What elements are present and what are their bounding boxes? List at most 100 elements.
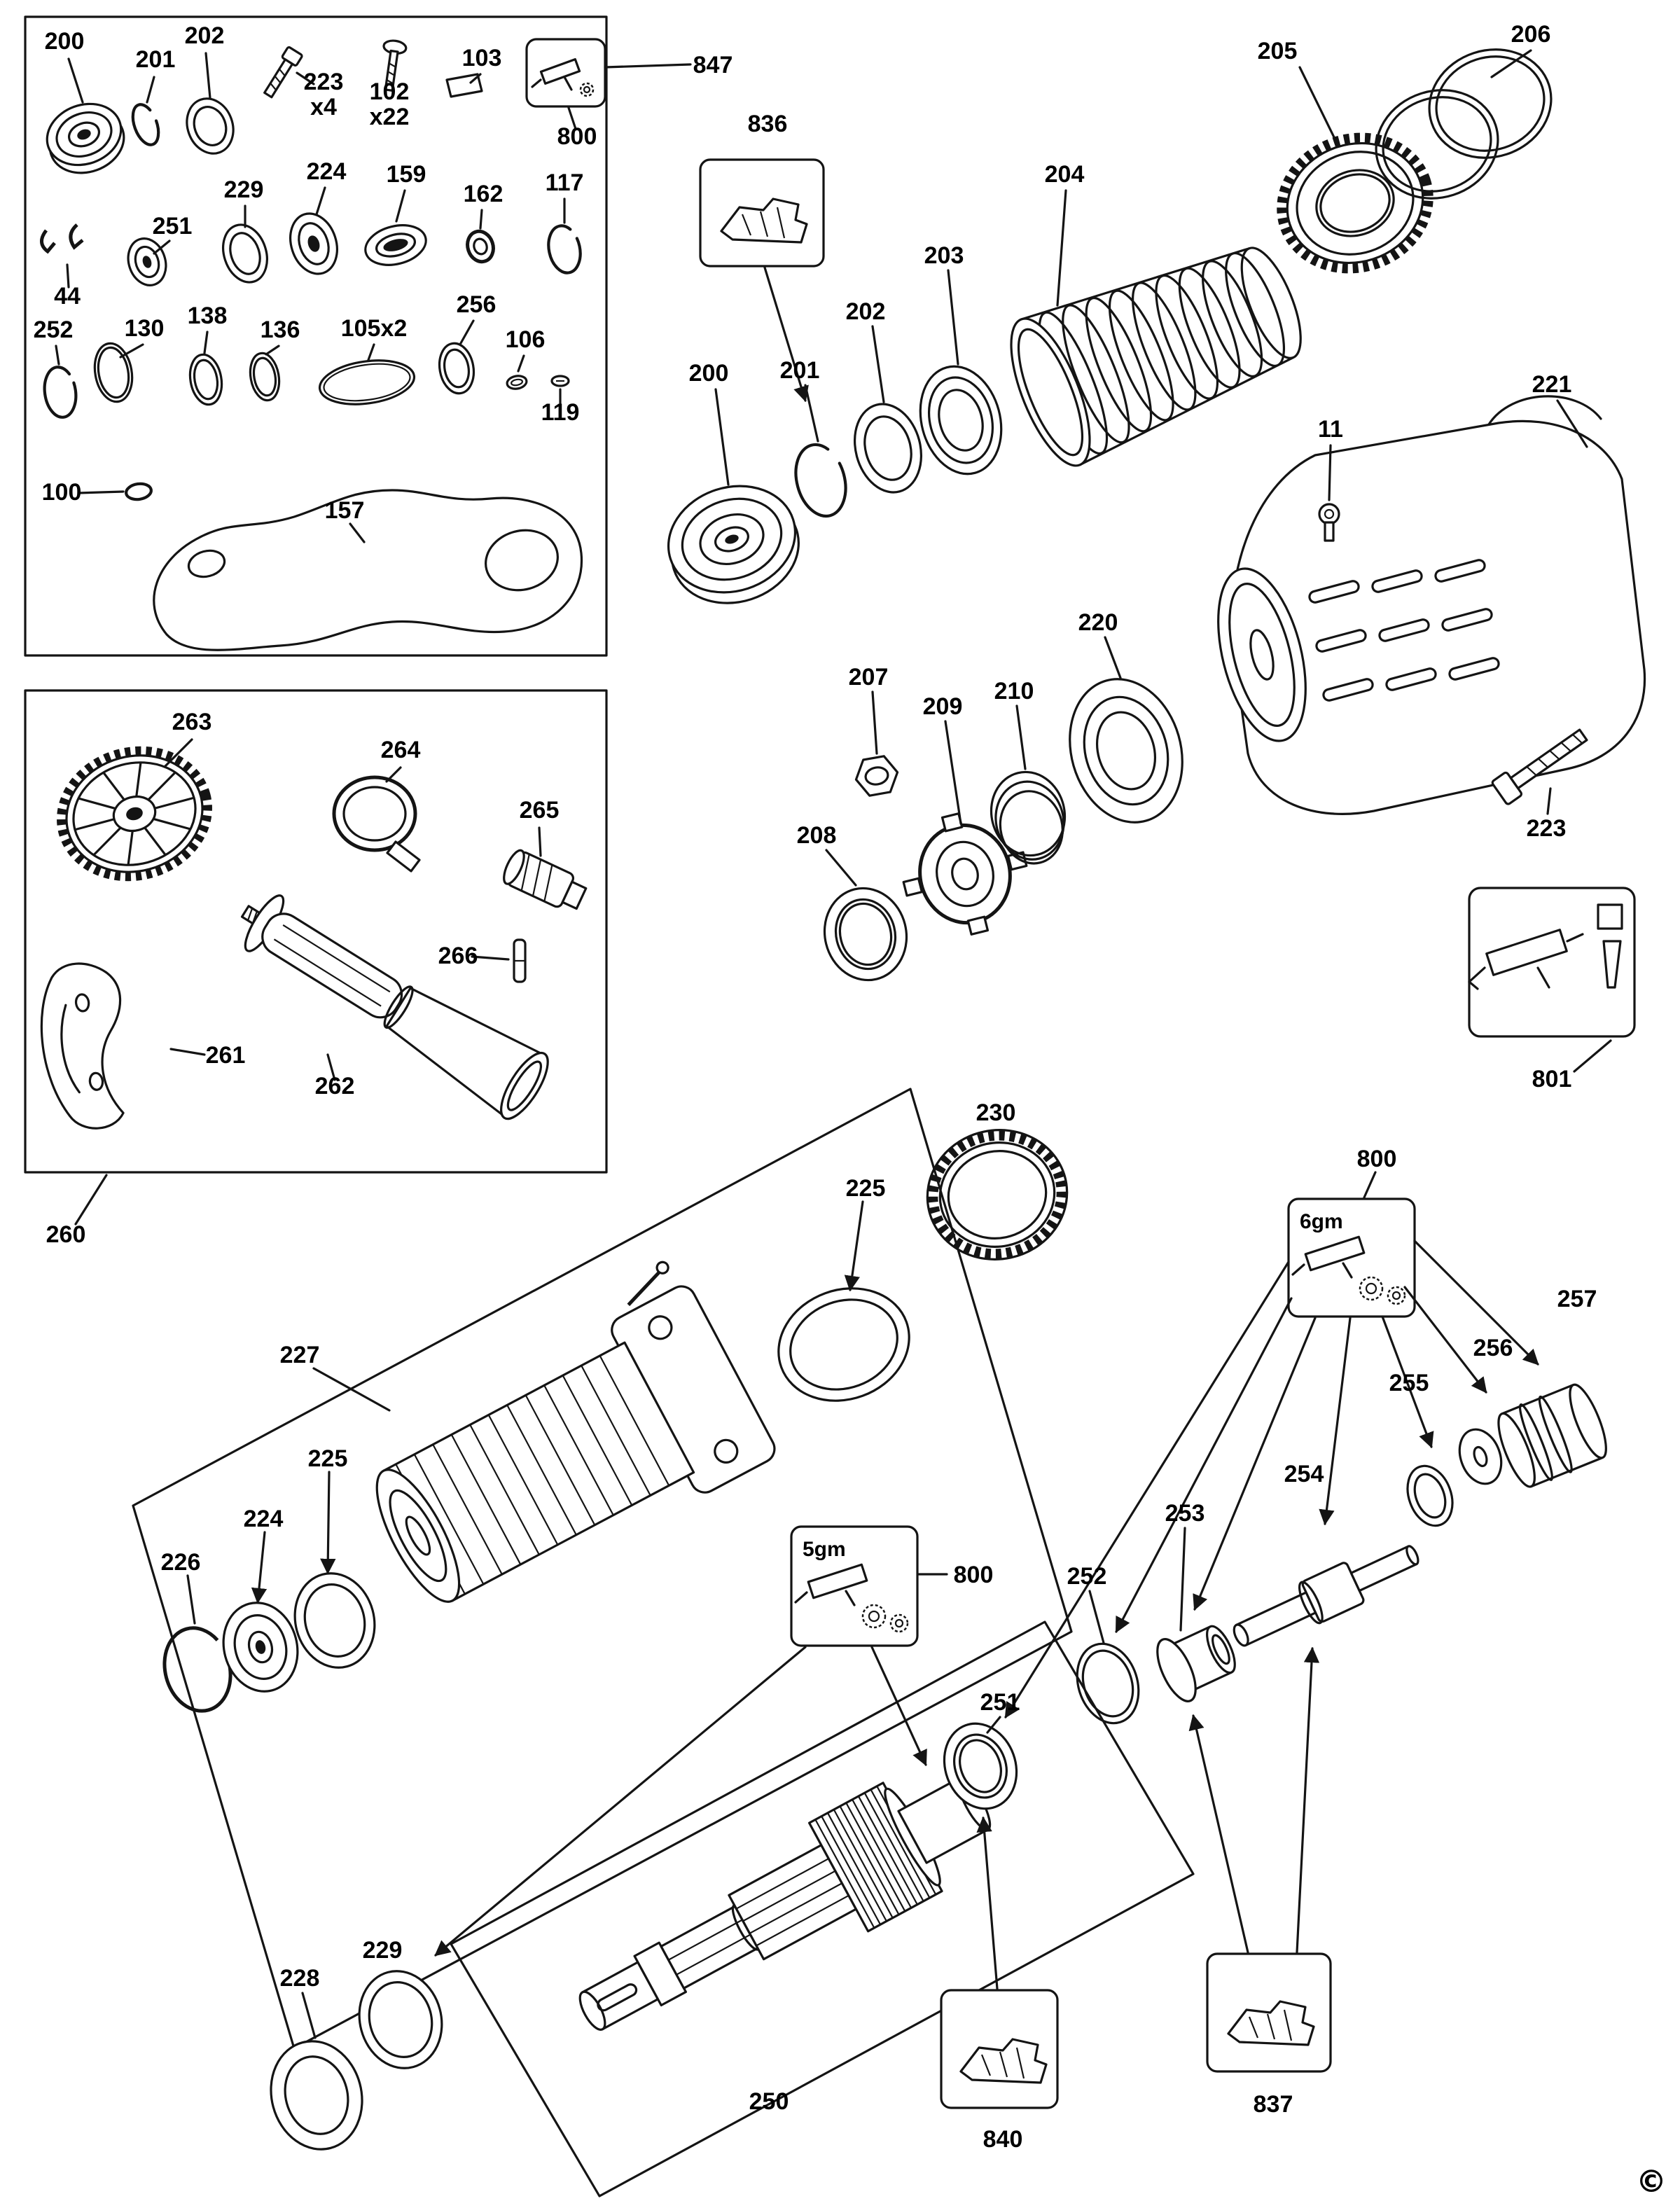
label-162-inset: 162	[464, 181, 504, 207]
part-157-boot	[153, 489, 583, 651]
chisel-icon	[1602, 940, 1622, 989]
part-228-main	[270, 2040, 363, 2151]
part-223-main-screw	[1491, 728, 1588, 805]
part-224-bearing	[222, 1602, 299, 1693]
part-256-washer	[1458, 1428, 1503, 1485]
gear-icon	[1387, 1286, 1406, 1305]
inset-6gm-box	[1287, 1197, 1416, 1318]
bracket-part-icon	[959, 2038, 1048, 2084]
label-105x2-inset: 105x2	[341, 315, 408, 342]
label-251-main: 251	[980, 1689, 1020, 1716]
inset-801-box	[1468, 887, 1636, 1038]
label-223-qty: x4	[310, 94, 337, 120]
part-202-main	[853, 403, 923, 494]
label-229-main: 229	[363, 1937, 403, 1964]
label-250: 250	[749, 2088, 789, 2115]
label-221: 221	[1532, 371, 1572, 398]
part-223-inset-screw	[263, 46, 303, 99]
part-220-ring	[1069, 678, 1183, 824]
bit-icon	[1597, 903, 1623, 930]
part-203-main	[919, 365, 1003, 475]
label-251-inset: 251	[153, 213, 193, 239]
part-207-nut	[854, 755, 899, 797]
bracket-part-icon	[720, 197, 808, 244]
label-6gm: 6gm	[1300, 1210, 1343, 1233]
part-265-insert	[503, 849, 588, 910]
label-136-inset: 136	[261, 317, 300, 343]
part-251-main	[943, 1722, 1018, 1810]
label-266: 266	[438, 943, 478, 969]
part-105-inset	[318, 359, 416, 405]
part-102-inset-screw	[382, 39, 408, 92]
label-106-inset: 106	[506, 326, 546, 353]
label-256-inset: 256	[457, 291, 497, 318]
label-210: 210	[994, 678, 1034, 704]
inset-box-1	[24, 15, 608, 657]
part-106-inset	[506, 375, 528, 390]
label-260: 260	[46, 1221, 86, 1248]
part-254-striker	[1233, 1545, 1419, 1647]
label-230: 230	[976, 1099, 1016, 1126]
label-205: 205	[1258, 38, 1298, 64]
part-201-inset	[131, 103, 160, 146]
part-229-main	[358, 1970, 443, 2069]
label-254: 254	[1284, 1461, 1324, 1487]
part-162-inset	[466, 229, 495, 264]
label-117-inset: 117	[546, 169, 584, 196]
label-202-inset: 202	[185, 22, 225, 49]
part-263-wheel	[57, 746, 212, 882]
label-263: 263	[172, 709, 212, 735]
label-5gm: 5gm	[803, 1538, 846, 1561]
part-206-orings	[1375, 48, 1553, 200]
part-130-inset	[93, 342, 134, 403]
label-229-inset: 229	[224, 176, 264, 203]
label-207: 207	[849, 664, 889, 690]
label-208: 208	[797, 822, 837, 849]
part-253-sleeve	[1156, 1625, 1236, 1702]
inset-837-box	[1206, 1952, 1332, 2073]
label-157-inset: 157	[325, 497, 365, 524]
leader-lines	[55, 49, 1612, 2039]
part-261-bracket	[40, 962, 125, 1130]
part-257-sleeve	[1497, 1383, 1607, 1488]
part-229-inset	[222, 223, 268, 284]
label-252-inset: 252	[34, 317, 74, 343]
part-11-screw	[1318, 503, 1340, 542]
part-44-inset	[40, 223, 84, 254]
part-202-inset	[186, 97, 235, 155]
label-103-inset: 103	[462, 45, 502, 71]
label-203: 203	[924, 242, 964, 269]
part-200-main	[667, 485, 800, 604]
part-117-inset	[547, 224, 582, 275]
part-266-pin	[513, 938, 527, 983]
label-119-inset: 119	[541, 399, 580, 426]
label-255: 255	[1389, 1370, 1429, 1396]
part-252-main	[1076, 1642, 1140, 1725]
part-256-inset	[438, 342, 475, 395]
label-223-inset: 223	[304, 69, 344, 95]
part-136-inset	[249, 352, 281, 402]
grease-gun-icon	[794, 1563, 868, 1606]
label-262: 262	[315, 1073, 355, 1099]
label-225-upper: 225	[846, 1175, 886, 1202]
bracket-part-icon	[1227, 2000, 1315, 2046]
label-800-inset1: 800	[557, 123, 597, 150]
label-206: 206	[1511, 21, 1551, 48]
label-261: 261	[206, 1042, 246, 1069]
inset-box-2	[24, 689, 608, 1174]
part-119-inset	[550, 375, 570, 387]
part-210-washers	[990, 770, 1067, 865]
part-159-inset	[364, 224, 427, 266]
gear-icon	[889, 1613, 909, 1633]
part-262-handle	[240, 894, 549, 1120]
label-840: 840	[983, 2126, 1023, 2153]
label-100-inset: 100	[42, 479, 82, 506]
part-225-lower-ring	[293, 1572, 376, 1669]
label-836: 836	[748, 111, 788, 137]
inset-836-box	[699, 158, 825, 268]
part-225-upper-ring	[777, 1287, 910, 1402]
label-252-main: 252	[1067, 1563, 1107, 1590]
label-227: 227	[280, 1342, 320, 1368]
part-252-inset	[43, 366, 78, 419]
label-223-main: 223	[1527, 815, 1567, 842]
